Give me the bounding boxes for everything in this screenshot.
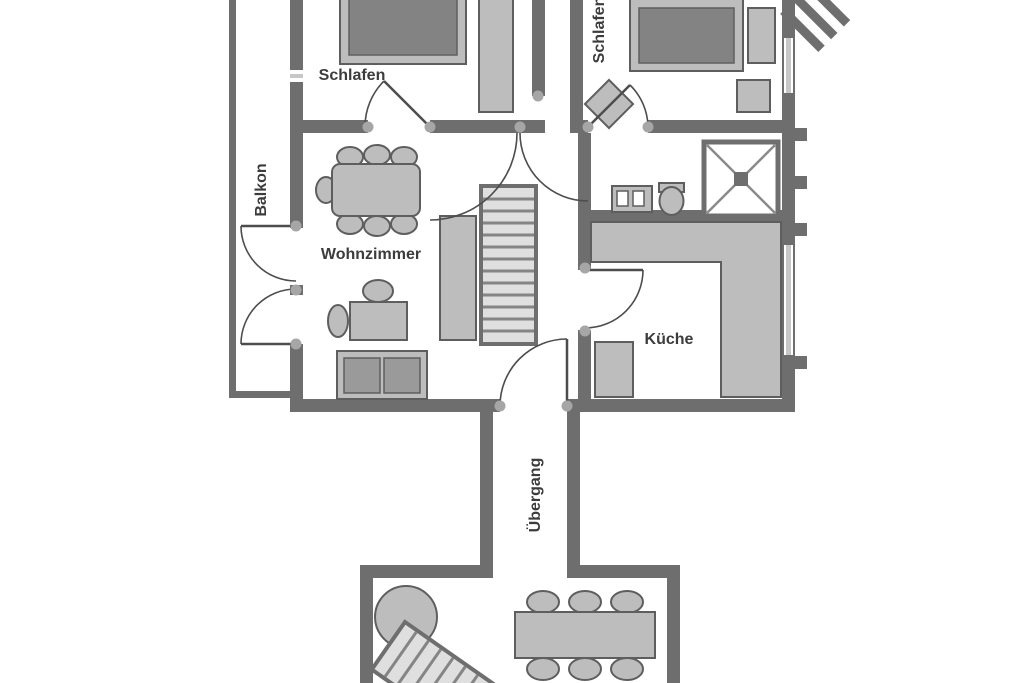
bathroom-sink <box>611 185 653 213</box>
bedroom1-bed <box>339 0 467 65</box>
door-swings <box>240 80 649 407</box>
exterior-and-interior-walls <box>290 0 807 683</box>
balcony-label: Balkon <box>253 163 270 216</box>
kitchen-counter <box>590 221 782 398</box>
door-hinge-dots <box>290 90 654 412</box>
bedroom1-wardrobe <box>478 0 514 113</box>
corner-hatch <box>780 0 851 53</box>
bathroom-shower <box>701 139 781 219</box>
bedroom1-label: Schlafen <box>319 67 386 84</box>
bedroom2-diamond-table <box>583 78 635 130</box>
stairs <box>479 184 538 346</box>
bedroom2-bed <box>629 0 744 72</box>
lower-dining-set <box>514 590 656 681</box>
living-sideboard <box>439 215 477 341</box>
living-sofa <box>336 350 428 400</box>
living-desk-set <box>327 279 408 341</box>
kitchen-appliance <box>594 341 634 398</box>
living-dining-set <box>315 144 421 237</box>
kitchen-label: Küche <box>645 331 694 348</box>
bedroom2-label: Schlafen <box>591 0 608 63</box>
bathroom-toilet <box>658 182 685 216</box>
passage-label: Übergang <box>525 458 544 533</box>
bedroom2-side-table <box>736 79 771 113</box>
bedroom2-nightstand <box>747 7 776 64</box>
living-room-label: Wohnzimmer <box>321 246 421 263</box>
balcony-walls <box>229 0 303 398</box>
